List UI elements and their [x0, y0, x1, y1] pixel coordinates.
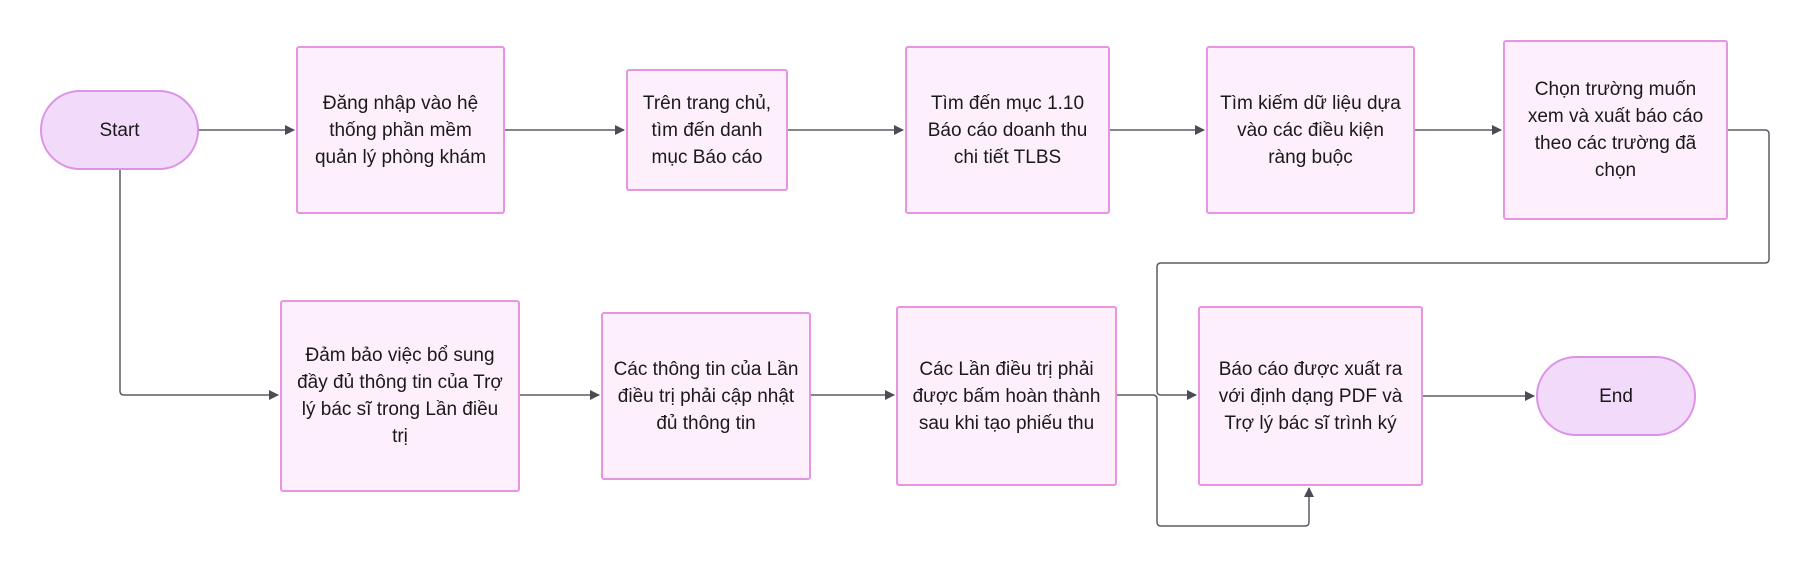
login-label: Đăng nhập vào hệ thống phần mềm quản lý … [314, 92, 487, 168]
choose-fields-label: Chọn trường muốn xem và xuất báo cáo the… [1527, 79, 1704, 181]
choose-fields-step[interactable]: Chọn trường muốn xem và xuất báo cáo the… [1503, 40, 1728, 220]
login-step[interactable]: Đăng nhập vào hệ thống phần mềm quản lý … [296, 46, 505, 214]
edge-complete-export [1117, 394, 1314, 527]
ensure-info-label: Đảm bảo việc bổ sung đầy đủ thông tin củ… [297, 345, 503, 447]
edge-start-ensure [119, 170, 279, 400]
export-step[interactable]: Báo cáo được xuất ra với định dạng PDF v… [1198, 306, 1423, 486]
search-data-label: Tìm kiếm dữ liệu dựa vào các điều kiện r… [1220, 92, 1401, 168]
update-info-label: Các thông tin của Lần điều trị phải cập … [613, 358, 799, 434]
end-label: End [1599, 385, 1633, 407]
update-info-step[interactable]: Các thông tin của Lần điều trị phải cập … [601, 312, 811, 480]
find-report-step[interactable]: Tìm đến mục 1.10 Báo cáo doanh thu chi t… [905, 46, 1110, 214]
complete-step[interactable]: Các Lần điều trị phải được bấm hoàn thàn… [896, 306, 1117, 486]
ensure-info-step[interactable]: Đảm bảo việc bổ sung đầy đủ thông tin củ… [280, 300, 520, 492]
export-label: Báo cáo được xuất ra với định dạng PDF v… [1218, 358, 1403, 434]
find-report-label: Tìm đến mục 1.10 Báo cáo doanh thu chi t… [927, 92, 1088, 168]
home-report-step[interactable]: Trên trang chủ, tìm đến danh mục Báo cáo [626, 69, 788, 191]
start-node[interactable]: Start [40, 90, 199, 170]
home-report-label: Trên trang chủ, tìm đến danh mục Báo cáo [642, 92, 772, 168]
edge-choose-export [1156, 129, 1770, 400]
start-label: Start [99, 119, 140, 141]
search-data-step[interactable]: Tìm kiếm dữ liệu dựa vào các điều kiện r… [1206, 46, 1415, 214]
end-node[interactable]: End [1536, 356, 1696, 436]
complete-label: Các Lần điều trị phải được bấm hoàn thàn… [912, 358, 1101, 434]
